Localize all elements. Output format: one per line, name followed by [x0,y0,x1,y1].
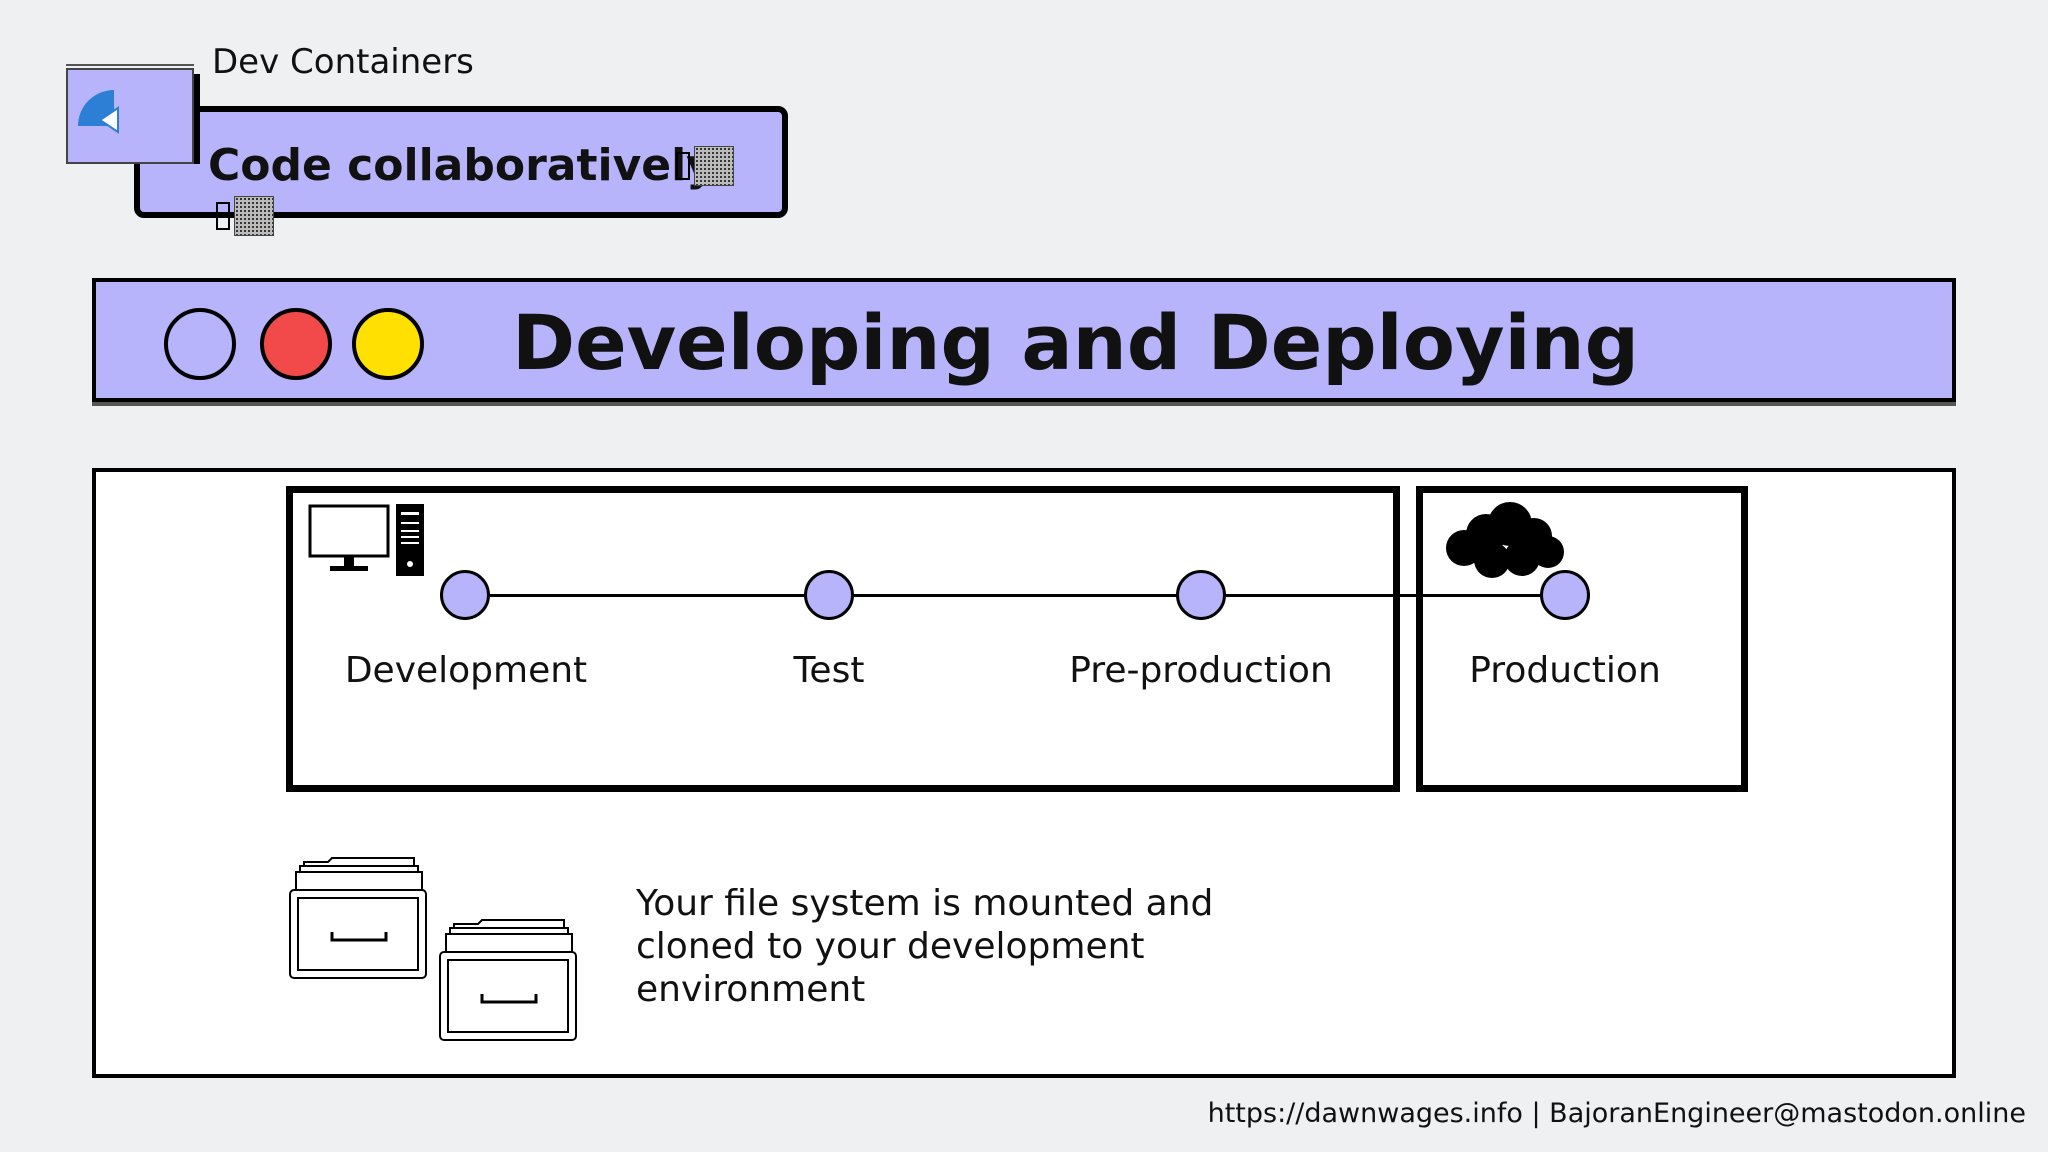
window-dot-yellow[interactable] [352,308,424,380]
emoji-placeholder-icon [694,146,734,186]
filing-cabinet-icon [289,857,427,979]
footer-links[interactable]: https://dawnwages.info | BajoranEngineer… [1207,1098,2026,1129]
header-rule [66,64,194,66]
brand-title: Dev Containers [212,42,474,82]
missing-glyph-icon [216,202,230,230]
pre-release-stages-box [286,486,1400,792]
folder-shadow [192,74,200,164]
missing-glyph-icon [676,152,690,180]
window-dot-red[interactable] [260,308,332,380]
stage-label-preproduction: Pre-production [1069,650,1333,691]
production-stage-box [1416,486,1748,792]
cloud-icon [1446,502,1564,578]
desktop-computer-icon [308,504,424,576]
stage-node-test[interactable] [804,570,854,620]
stage-label-test: Test [793,650,865,691]
stage-node-preproduction[interactable] [1176,570,1226,620]
emoji-glyph-group-2 [216,196,274,236]
window-title-bar: Developing and Deploying [92,278,1956,402]
stage-label-development: Development [344,650,588,691]
logo-folder-icon [66,68,194,164]
file-system-description: Your file system is mounted and cloned t… [636,883,1214,1010]
window-dot-blue[interactable] [164,308,236,380]
stage-node-production[interactable] [1540,570,1590,620]
stage-label-production: Production [1469,650,1661,691]
vscode-logo-icon [78,90,119,134]
emoji-placeholder-icon [234,196,274,236]
stage-node-development[interactable] [440,570,490,620]
emoji-glyph-group [676,146,734,186]
tagline: Code collaboratively [208,140,715,191]
pipeline-timeline [464,594,1566,597]
window-title: Developing and Deploying [512,298,1640,387]
filing-cabinet-icon [439,919,577,1041]
